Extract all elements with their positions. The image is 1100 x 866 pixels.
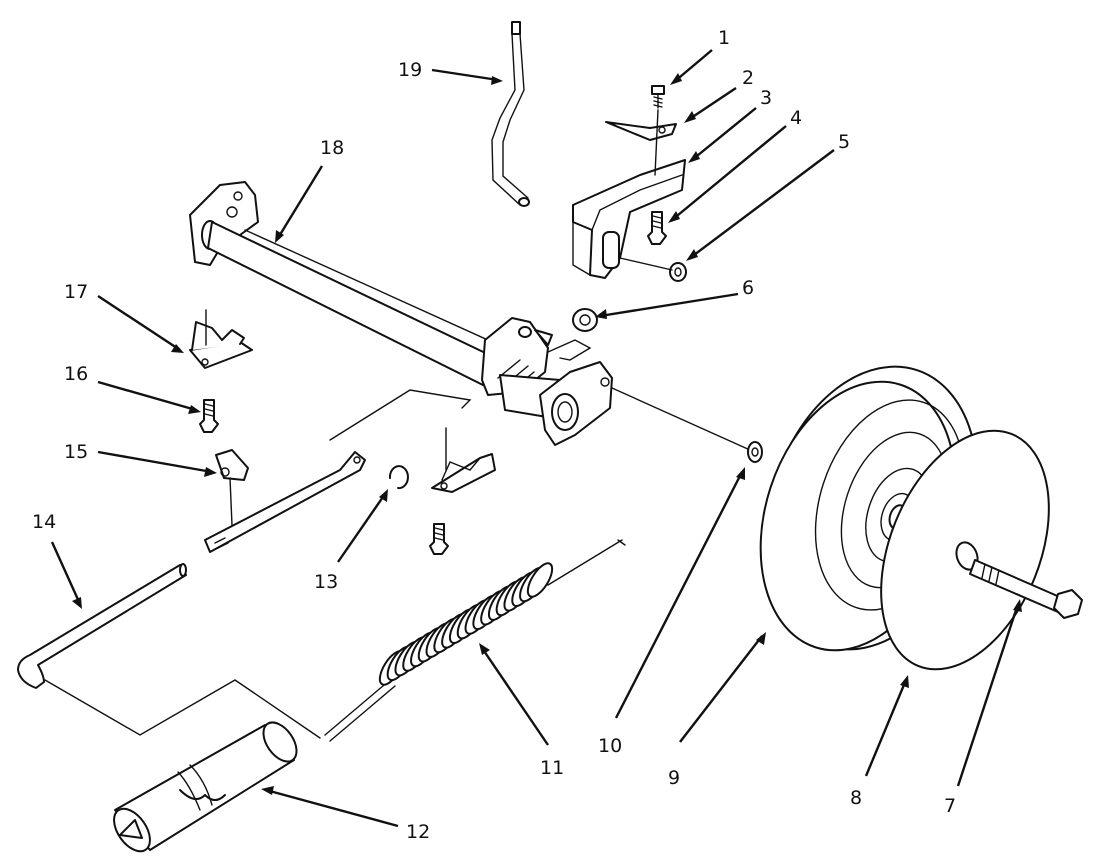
callout-11: 11 — [540, 757, 564, 779]
part-17-clip — [189, 309, 253, 369]
part-link-arm — [204, 451, 366, 553]
callout-18: 18 — [320, 137, 344, 159]
callout-5: 5 — [838, 131, 850, 153]
callout-17: 17 — [64, 281, 88, 303]
callout-19: 19 — [398, 59, 422, 81]
callout-4: 4 — [790, 107, 802, 129]
callout-14: 14 — [32, 511, 56, 533]
part-10-washer — [747, 441, 763, 463]
part-center-clip — [431, 427, 496, 493]
callout-labels: 1 2 3 4 5 6 7 8 9 10 11 12 13 14 15 16 1… — [32, 27, 956, 843]
part-7-bolt — [955, 541, 1083, 619]
part-2-clip — [605, 121, 677, 141]
spring-coils — [378, 562, 554, 686]
callout-16: 16 — [64, 363, 88, 385]
part-center-screw — [429, 523, 449, 555]
callout-9: 9 — [668, 767, 680, 789]
assembly-line-5 — [329, 389, 472, 441]
part-13-snap-ring — [388, 465, 409, 490]
part-19-bent-rod — [491, 21, 530, 207]
callout-6: 6 — [742, 277, 754, 299]
part-18-axle-tube — [189, 181, 511, 393]
callout-15: 15 — [64, 441, 88, 463]
leader-lines — [50, 49, 1022, 828]
callout-7: 7 — [944, 795, 956, 817]
part-18-side-plate — [481, 317, 553, 396]
assembly-line-6 — [44, 679, 321, 739]
part-1-screw — [651, 85, 665, 109]
assembly-line-2 — [619, 257, 673, 271]
part-15-clip — [215, 449, 249, 526]
callout-1: 1 — [718, 27, 730, 49]
callout-13: 13 — [314, 571, 338, 593]
callout-2: 2 — [742, 67, 754, 89]
callout-3: 3 — [760, 87, 772, 109]
part-14-rod — [17, 563, 187, 689]
part-16-screw — [199, 399, 219, 433]
part-11-spring — [324, 539, 626, 742]
part-12-sleeve — [113, 721, 298, 853]
part-4-bolt — [647, 211, 667, 245]
spring-coil — [526, 562, 554, 598]
assembly-line-1 — [654, 109, 659, 176]
assembly-line-4 — [611, 387, 751, 451]
callout-12: 12 — [406, 821, 430, 843]
assembly-line-3 — [547, 339, 592, 361]
part-spindle-housing — [499, 361, 613, 446]
part-6-nut — [572, 308, 598, 332]
part-5-nut — [669, 262, 687, 282]
callout-8: 8 — [850, 787, 862, 809]
callout-10: 10 — [598, 735, 622, 757]
